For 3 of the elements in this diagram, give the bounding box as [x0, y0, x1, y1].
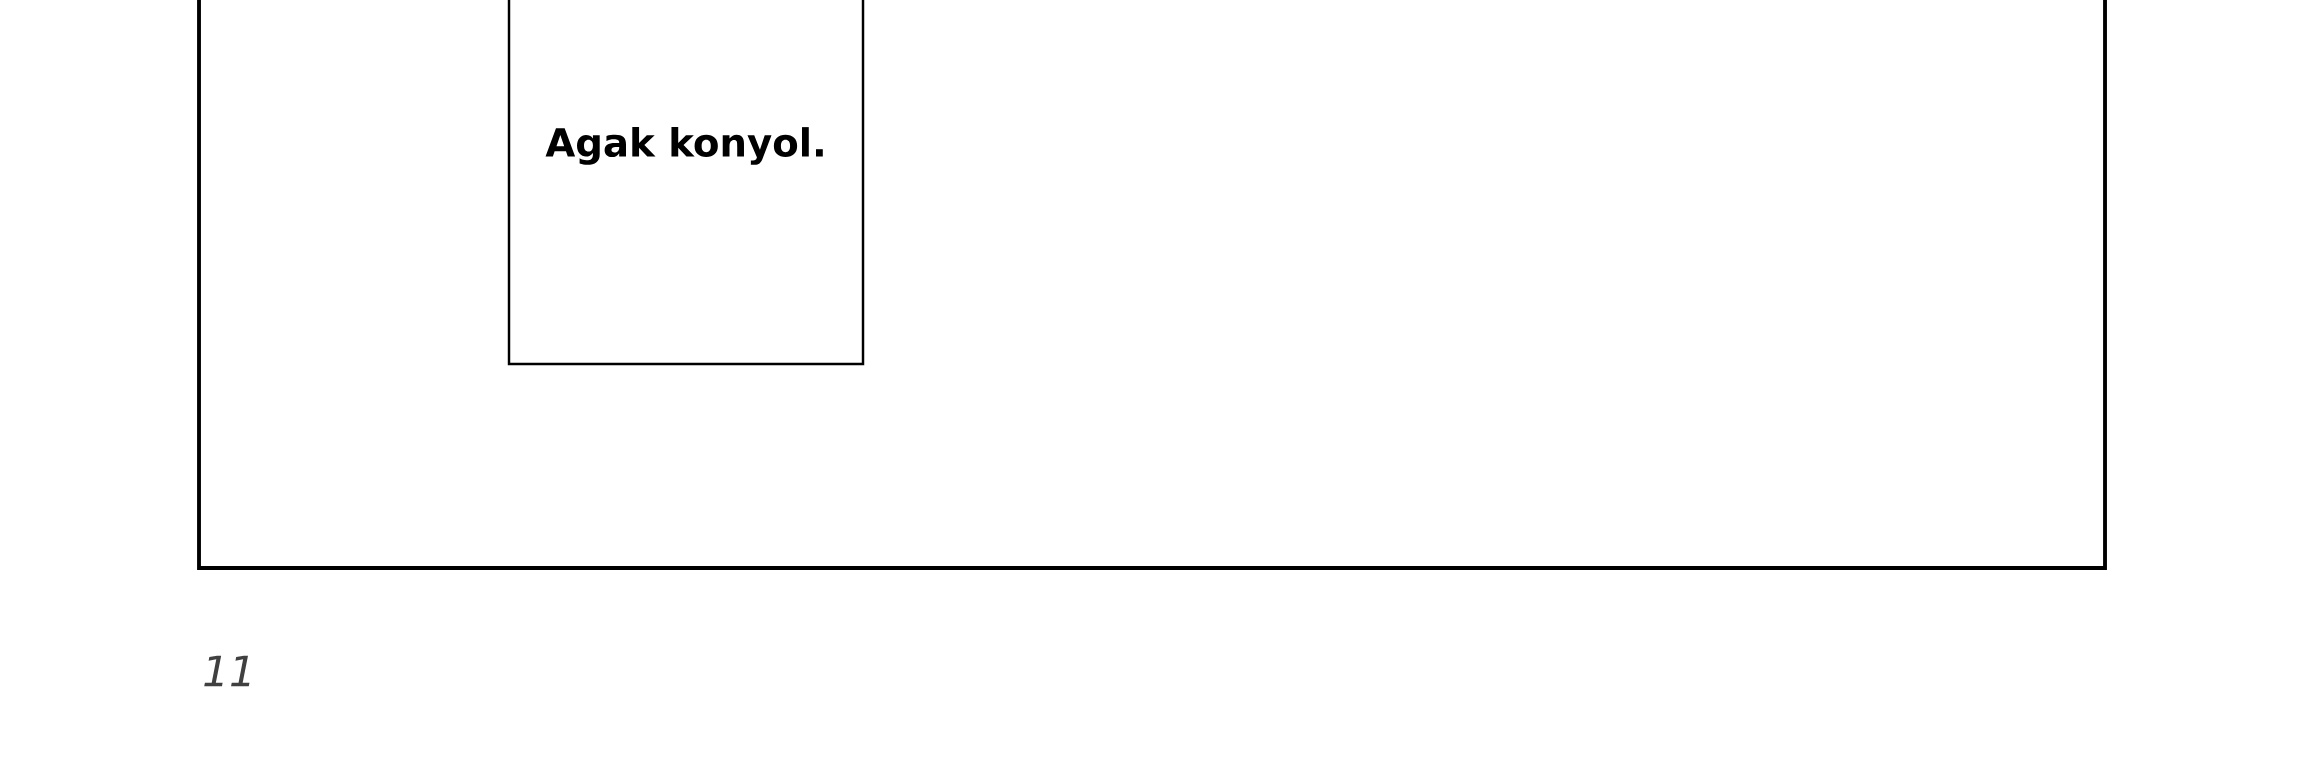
text-box: Agak konyol. — [507, 0, 865, 366]
page-number: 11 — [204, 655, 250, 687]
frame — [197, 0, 2107, 570]
